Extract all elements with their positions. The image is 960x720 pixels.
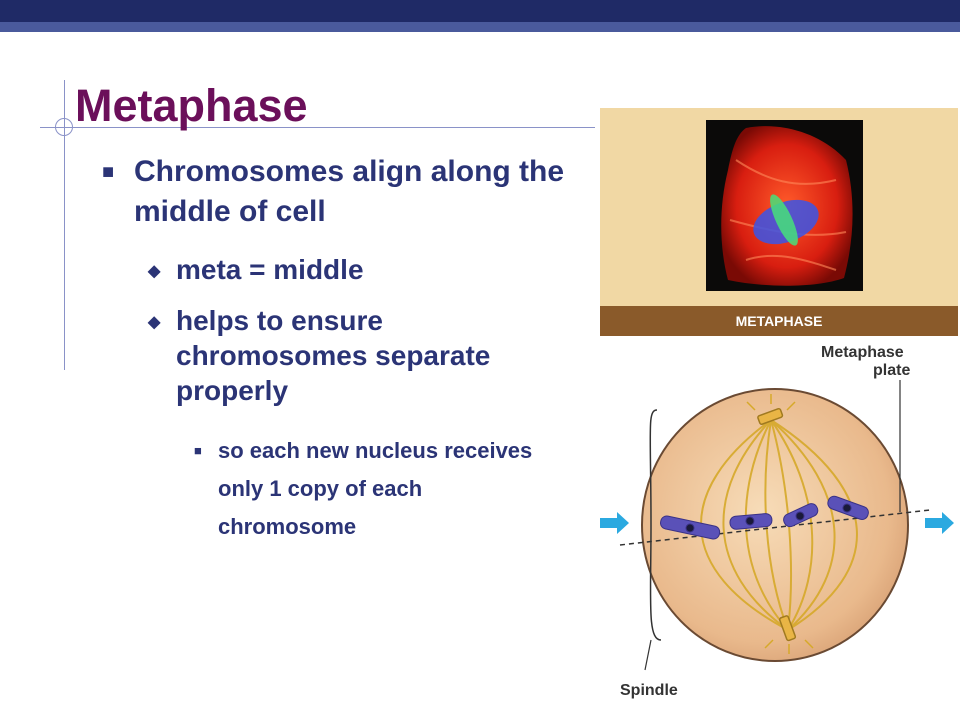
square-bullet-icon: ■ <box>102 161 115 183</box>
sub-bullet-text: helps to ensure chromosomes separate pro… <box>176 305 491 406</box>
diamond-bullet-icon: ◆ <box>148 263 161 280</box>
small-square-bullet-icon: ■ <box>194 443 202 458</box>
micrograph-image <box>706 120 863 291</box>
bullet-text: Chromosomes align along the middle of ce… <box>134 155 565 228</box>
diamond-bullet-icon: ◆ <box>148 314 161 331</box>
guide-line-horizontal <box>40 127 595 128</box>
arrow-right-icon-right <box>925 512 954 534</box>
sub-sub-bullet-text: so each new nucleus receives only 1 copy… <box>218 438 533 539</box>
label-metaphase-plate-1: Metaphase <box>821 344 904 361</box>
sub-bullet-text: meta = middle <box>176 254 364 285</box>
metaphase-diagram: Metaphase plate Spindle <box>595 340 960 710</box>
top-bar <box>0 0 960 22</box>
metaphase-plate-line <box>619 509 931 546</box>
label-metaphase-plate-2: plate <box>873 362 910 379</box>
spindle-bracket <box>649 409 662 641</box>
guide-line-vertical <box>64 80 65 370</box>
arrow-right-icon-left <box>600 512 629 534</box>
cell-micrograph-graphic <box>721 126 853 286</box>
chromosomes <box>660 495 869 540</box>
top-bar-accent <box>0 22 960 32</box>
micrograph-caption-band <box>600 306 958 336</box>
label-spindle: Spindle <box>620 682 678 699</box>
cell-outline <box>641 388 909 662</box>
centrosome-bottom <box>764 615 814 654</box>
guide-circle-icon <box>55 118 73 136</box>
micrograph-caption: METAPHASE <box>735 313 823 329</box>
centrosome-top <box>746 394 796 425</box>
slide-title: Metaphase <box>75 80 308 131</box>
